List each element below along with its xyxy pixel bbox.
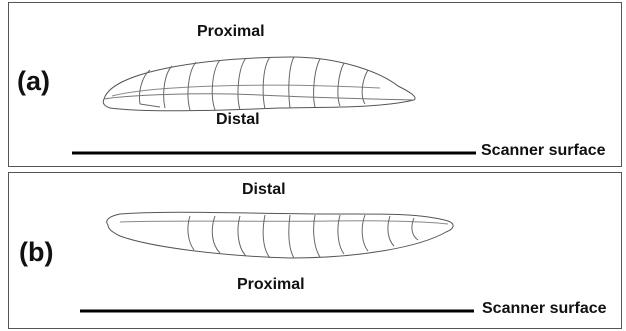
- panel-b-id: (b): [19, 237, 53, 268]
- panel-a-surface-label: Scanner surface: [481, 142, 606, 160]
- panel-a-bottom-label: Distal: [216, 111, 260, 129]
- panel-b-surface-label: Scanner surface: [482, 300, 607, 318]
- specimen-a: [103, 57, 415, 111]
- specimen-b: [107, 212, 453, 258]
- panel-a-top-label: Proximal: [197, 23, 265, 41]
- panel-b-top-label: Distal: [242, 181, 286, 199]
- panel-b-bottom-label: Proximal: [237, 276, 305, 294]
- panel-a-id: (a): [17, 66, 50, 97]
